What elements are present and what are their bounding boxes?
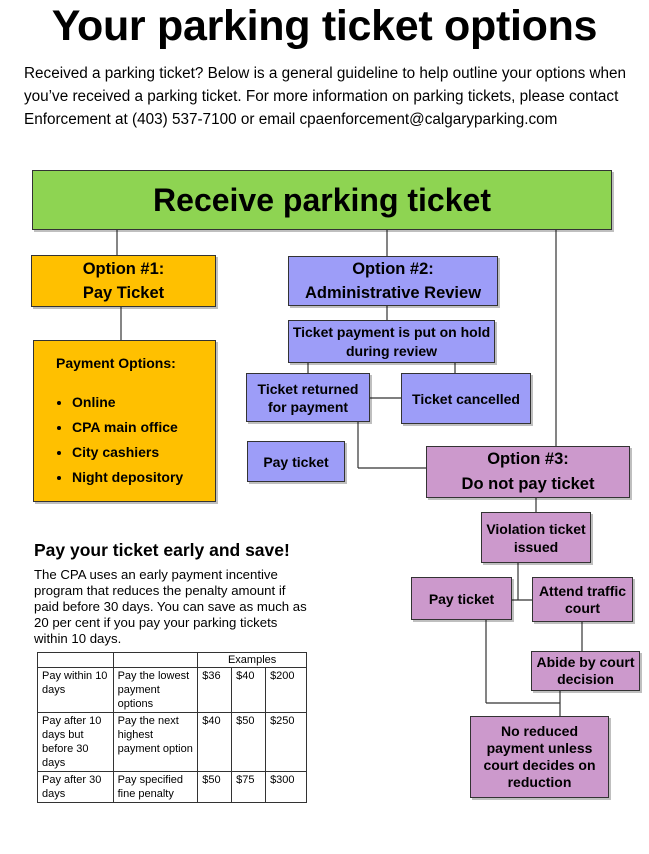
table-cell: $300 [265,771,307,803]
table-cell [37,652,114,668]
payment-options-list: Online CPA main office City cashiers Nig… [56,390,183,490]
option1-label: Pay Ticket [82,284,165,302]
option3-number: Option #3: [487,450,569,468]
abide-decision-label: Abide by court decision [536,654,635,687]
ticket-cancelled-label: Ticket cancelled [412,390,520,407]
table-cell: $200 [265,667,307,713]
table-cell: $40 [197,712,233,772]
page-title: Your parking ticket options [51,2,598,50]
table-cell: $250 [265,712,307,772]
receive-ticket-box: Receive parking ticket [32,170,612,230]
table-row: Pay after 10 days but before 30 days Pay… [37,712,307,772]
early-payment-text: The CPA uses an early payment incentive … [34,567,307,646]
option1-box: Option #1: Pay Ticket [31,255,216,307]
table-cell: $40 [231,667,267,713]
option2-number: Option #2: [352,260,434,278]
ticket-returned-box: Ticket returned for payment [246,373,370,422]
violation-pay-ticket-label: Pay ticket [428,590,495,607]
option2-box: Option #2: Administrative Review [288,256,498,306]
option3-box: Option #3: Do not pay ticket [426,446,630,498]
violation-pay-ticket-box: Pay ticket [411,577,512,620]
option1-number: Option #1: [82,260,165,278]
review-pay-ticket-label: Pay ticket [263,453,329,470]
table-cell: Pay after 30 days [37,771,114,803]
violation-ticket-box: Violation ticket issued [481,512,591,563]
payment-option-item: Online [72,390,183,415]
attend-court-box: Attend traffic court [532,577,633,622]
intro-text: Received a parking ticket? Below is a ge… [24,65,627,128]
table-cell: $50 [197,771,233,803]
no-reduced-payment-label: No reduced payment unless court decides … [483,723,596,790]
payment-options-box: Payment Options: Online CPA main office … [33,340,216,502]
receive-ticket-label: Receive parking ticket [153,181,491,218]
option3-label: Do not pay ticket [461,475,595,493]
table-cell [112,652,199,668]
table-cell: Pay the next highest payment option [112,712,199,772]
review-pay-ticket-box: Pay ticket [247,441,345,482]
payment-hold-label: Ticket payment is put on hold during rev… [292,323,491,359]
table-cell: $36 [197,667,233,713]
table-row: Pay after 30 days Pay specified fine pen… [37,771,307,803]
ticket-cancelled-box: Ticket cancelled [401,373,531,424]
table-cell: Pay within 10 days [37,667,114,713]
abide-decision-box: Abide by court decision [531,651,640,691]
table-cell: $75 [231,771,267,803]
table-cell: Pay specified fine penalty [112,771,199,803]
attend-court-label: Attend traffic court [538,582,627,616]
table-row: Pay within 10 days Pay the lowest paymen… [37,667,307,713]
early-payment-title: Pay your ticket early and save! [34,540,290,560]
option2-label: Administrative Review [304,284,482,302]
table-cell: Pay the lowest payment options [112,667,199,713]
table-cell: $50 [231,712,267,772]
ticket-returned-label: Ticket returned for payment [257,380,359,415]
no-reduced-payment-box: No reduced payment unless court decides … [470,716,609,798]
payment-options-title: Payment Options: [56,355,176,371]
payment-hold-box: Ticket payment is put on hold during rev… [288,320,495,363]
payment-option-item: Night depository [72,465,183,490]
examples-header: Examples [197,652,307,668]
payment-option-item: City cashiers [72,440,183,465]
payment-option-item: CPA main office [72,415,183,440]
violation-ticket-label: Violation ticket issued [486,520,586,555]
examples-table: Examples Pay within 10 days Pay the lowe… [37,652,307,803]
table-header-row: Examples [37,652,307,668]
table-cell: Pay after 10 days but before 30 days [37,712,114,772]
